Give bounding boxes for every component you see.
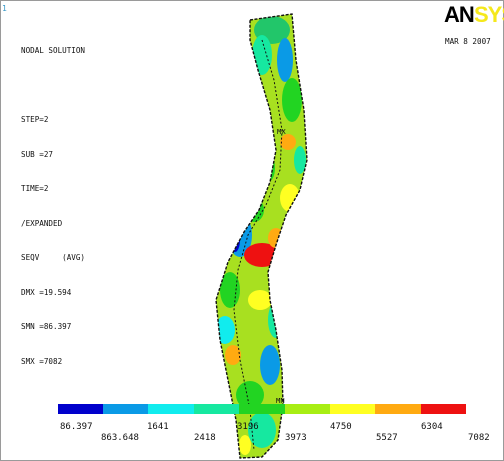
title-line: SEQV (AVG) <box>21 253 86 262</box>
legend-label-bottom: 863.648 <box>101 433 139 443</box>
title-line: /EXPANDED <box>21 218 63 228</box>
title-line: SUB =27 <box>21 149 54 159</box>
legend-label-top: 6304 <box>421 422 443 432</box>
legend-band <box>330 404 375 414</box>
legend-label-bottom: 3973 <box>285 433 307 443</box>
min-marker: MN <box>276 396 285 405</box>
legend-label-top: 3196 <box>237 422 259 432</box>
legend-label-bottom: 7082 <box>468 433 490 443</box>
legend-band <box>375 404 421 414</box>
legend-label-bottom: 5527 <box>376 433 398 443</box>
legend-label-bottom: 2418 <box>194 433 216 443</box>
date-label: MAR 8 2007 <box>445 37 491 46</box>
legend-band <box>421 404 466 414</box>
legend-label-top: 4750 <box>330 422 352 432</box>
title-line: NODAL SOLUTION <box>21 46 86 55</box>
title-line: STEP=2 <box>21 115 49 124</box>
legend-label-top: 1641 <box>147 422 169 432</box>
title-line: TIME=2 <box>21 184 49 193</box>
ansys-logo: AN SYS <box>444 2 504 27</box>
legend-band <box>58 404 103 414</box>
title-block: NODAL SOLUTION STEP=2 SUB =27 TIME=2 /EX… <box>21 22 85 390</box>
contour-legend <box>58 404 466 414</box>
title-line: SMN =86.397 <box>21 322 72 331</box>
legend-band <box>239 404 285 414</box>
svg-text:AN: AN <box>444 2 474 27</box>
title-line: SMX =7082 <box>21 356 63 366</box>
legend-band <box>103 404 148 414</box>
max-marker: MX <box>277 127 286 136</box>
legend-band <box>148 404 194 414</box>
legend-band <box>194 404 239 414</box>
svg-text:SYS: SYS <box>474 2 504 27</box>
window-number: 1 <box>2 4 7 13</box>
title-line: DMX =19.594 <box>21 287 72 297</box>
legend-band <box>285 404 330 414</box>
legend-label-top: 86.397 <box>60 422 93 432</box>
